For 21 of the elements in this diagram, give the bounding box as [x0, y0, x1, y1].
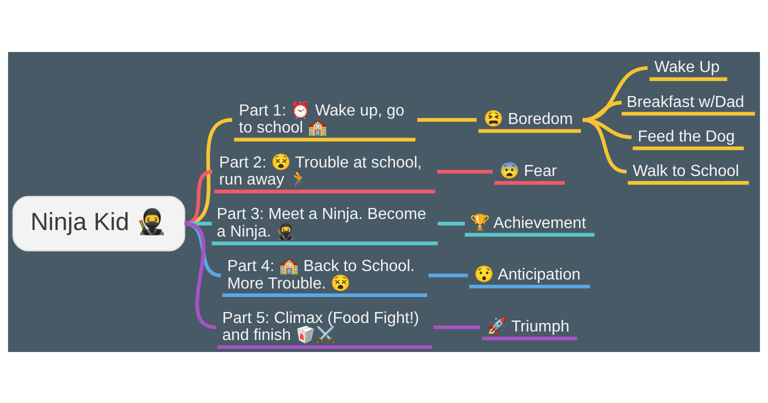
node-text: Part 4: 🏫 Back to School. More Trouble. 😵: [227, 256, 415, 292]
node-text: Feed the Dog: [638, 126, 735, 145]
connector: [437, 169, 493, 174]
node-text: Breakfast w/Dad: [626, 92, 744, 110]
node-text: 🚀 Triumph: [487, 317, 570, 336]
node-text: Walk to School: [632, 161, 740, 180]
node-text: Part 1: ⏰ Wake up, go to school 🏫: [238, 100, 404, 136]
node-text: 😯 Anticipation: [474, 265, 581, 284]
connector: [433, 324, 480, 329]
connector: [438, 221, 465, 225]
node-text: Part 5: Climax (Food Fight!) and finish 🥡⚔: [222, 308, 420, 344]
node-text: 😨 Fear: [499, 161, 557, 180]
node-text: Wake Up: [654, 58, 720, 76]
node-text: Part 3: Meet a Ninja. Become a Ninja. 🥷: [216, 204, 426, 240]
connector: [582, 118, 627, 174]
node-box: Ninja Kid 🥷: [12, 195, 186, 251]
connector: [417, 118, 477, 122]
connector: [428, 273, 468, 277]
node-text: Part 2: 😵 Trouble at school, run away 🏃: [219, 152, 422, 188]
node-text: 🏆 Achievement: [470, 213, 586, 232]
node-text: 😫 Boredom: [483, 110, 573, 128]
